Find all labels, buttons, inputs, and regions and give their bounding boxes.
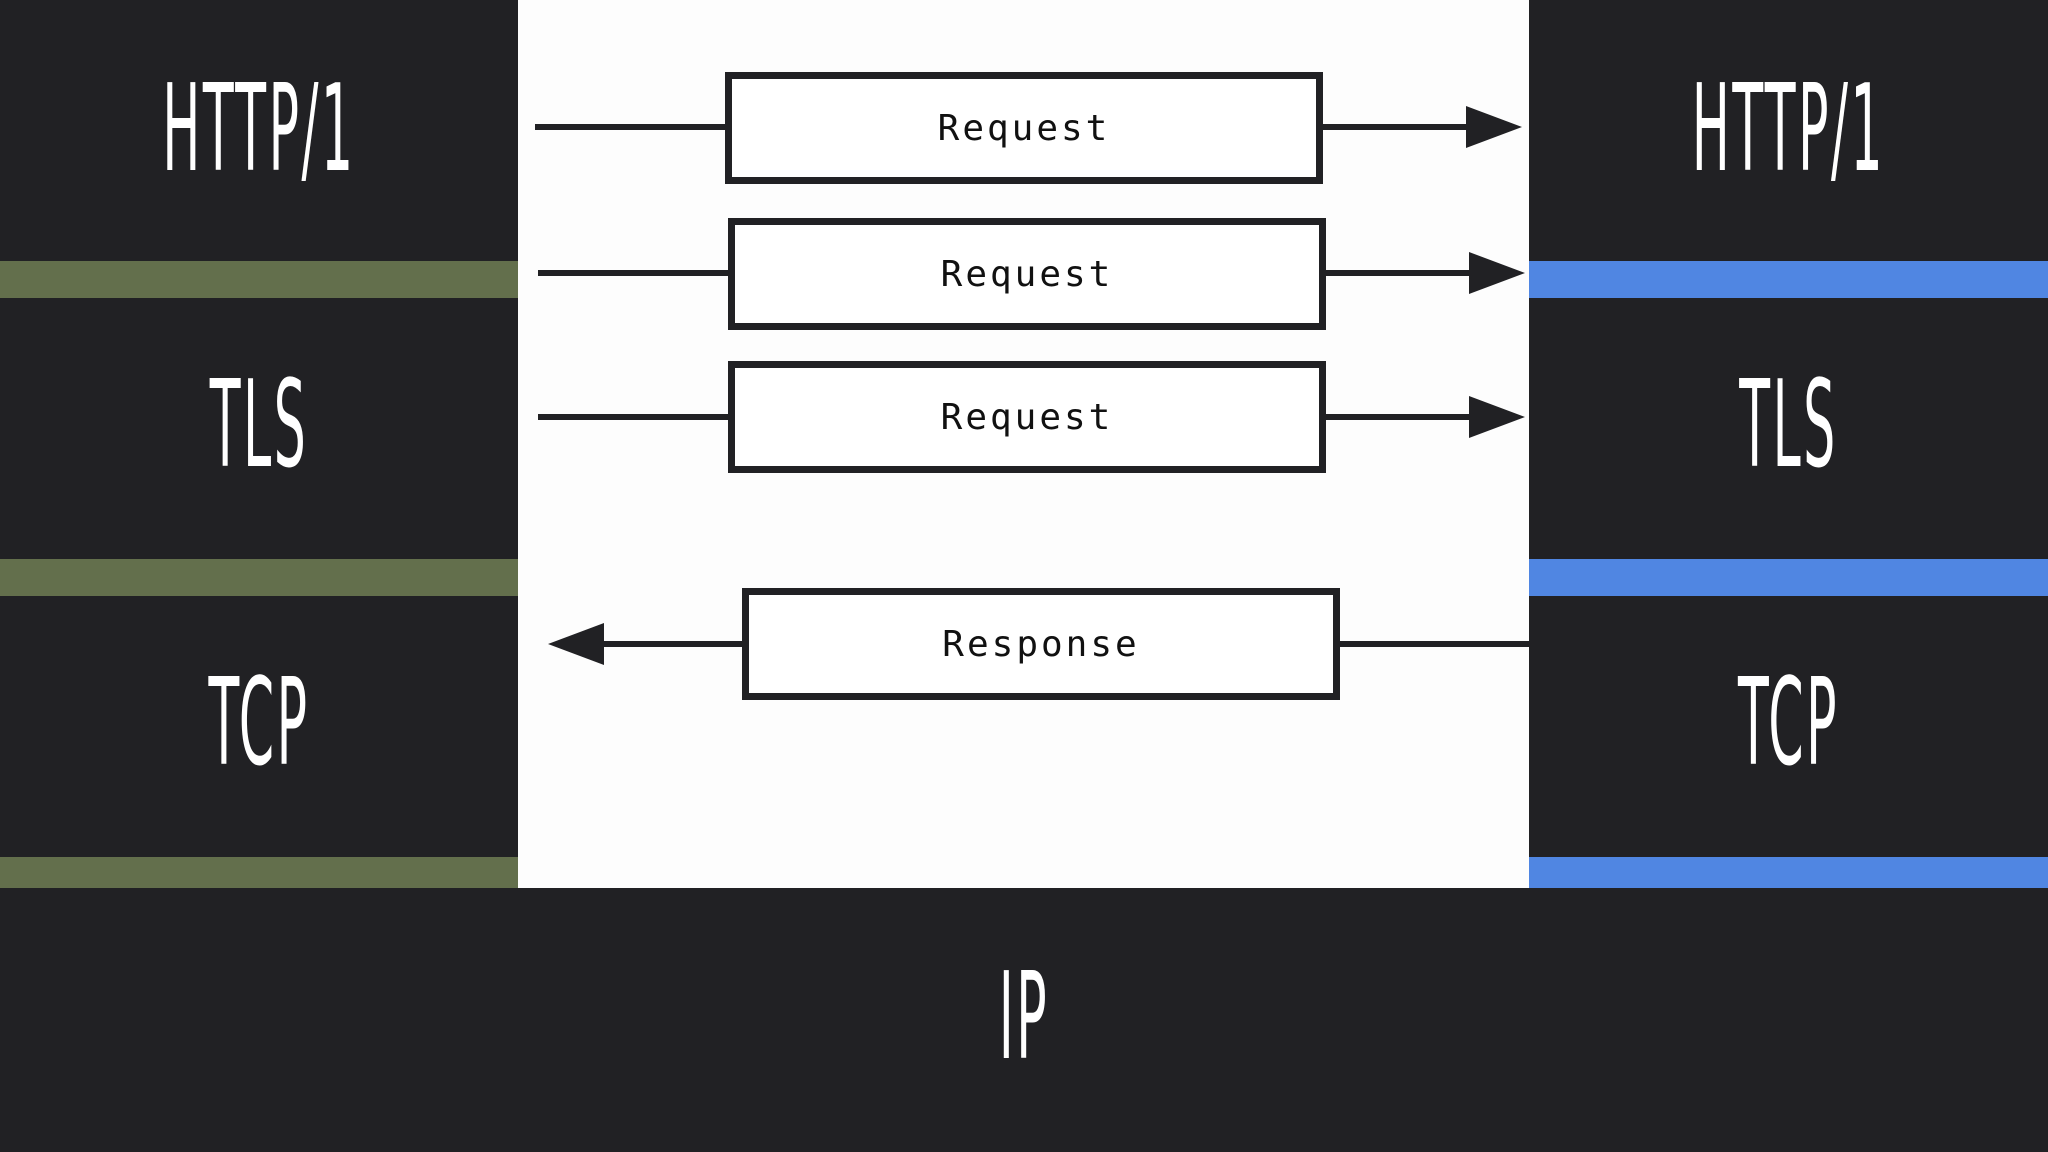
- request-1-arrow-icon: [1466, 106, 1522, 148]
- request-2-line-left: [538, 270, 731, 276]
- client-layer-tcp: TCP: [208, 654, 310, 793]
- response-line-right: [1337, 641, 1529, 647]
- request-3-arrow-icon: [1469, 396, 1525, 438]
- client-separator-http-tls: [0, 261, 518, 298]
- client-separator-tls-tcp: [0, 559, 518, 596]
- client-stack: [0, 0, 518, 888]
- response-box: Response: [742, 588, 1340, 700]
- ip-layer-label: IP: [998, 948, 1050, 1087]
- server-separator-http-tls: [1529, 261, 2048, 298]
- client-layer-http: HTTP/1: [162, 60, 356, 199]
- server-separator-tcp-ip: [1529, 857, 2048, 888]
- server-separator-tls-tcp: [1529, 559, 2048, 596]
- response-arrow-icon: [548, 623, 604, 665]
- request-2-line-right: [1323, 270, 1473, 276]
- server-layer-tls: TLS: [1739, 356, 1838, 495]
- server-layer-tcp: TCP: [1738, 654, 1839, 793]
- request-3-line-right: [1323, 414, 1473, 420]
- request-3-line-left: [538, 414, 731, 420]
- server-layer-http: HTTP/1: [1691, 60, 1886, 199]
- client-separator-tcp-ip: [0, 857, 518, 888]
- response-line-left: [600, 641, 745, 647]
- request-3-box: Request: [728, 361, 1326, 473]
- request-2-arrow-icon: [1469, 252, 1525, 294]
- request-1-box: Request: [725, 72, 1323, 184]
- request-2-box: Request: [728, 218, 1326, 330]
- request-1-line-left: [535, 124, 728, 130]
- ip-layer: [0, 888, 2048, 1152]
- server-stack: [1529, 0, 2048, 888]
- client-layer-tls: TLS: [209, 356, 309, 495]
- request-1-line-right: [1320, 124, 1470, 130]
